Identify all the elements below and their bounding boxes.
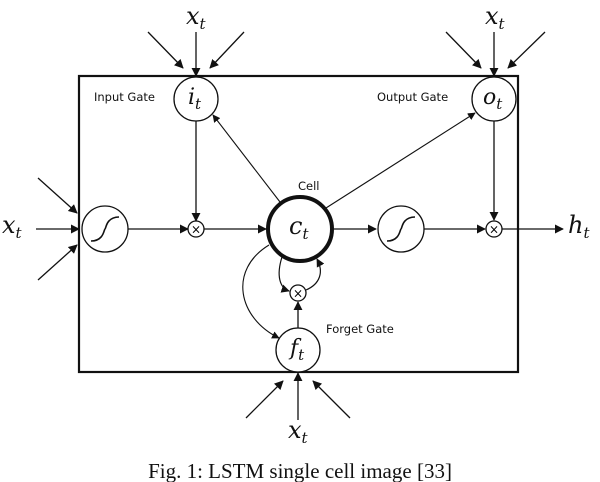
- output-symbol: ht: [568, 211, 590, 242]
- forget-multiply-symbol: ×: [293, 287, 303, 301]
- forget-multiply-node: [289, 284, 307, 302]
- cell-label: Cell: [298, 179, 320, 193]
- forget-gate-label: Forget Gate: [326, 322, 394, 336]
- edge-cell-to-input-gate: [212, 114, 281, 203]
- arrow-bottom-left: [245, 380, 284, 419]
- input-gate-label: Input Gate: [94, 90, 155, 104]
- edge-cell-to-output-gate: [325, 112, 476, 209]
- edge-cell-to-forget-multiply: [278, 256, 290, 293]
- arrow-bottom-right: [312, 380, 351, 419]
- forget-gate-node: [275, 327, 321, 373]
- input-top-right-symbol: xt: [485, 2, 506, 33]
- arrow-top-left-left: [147, 31, 184, 69]
- input-top-left-symbol: xt: [186, 2, 207, 33]
- edge-forget-multiply-to-cell: [305, 258, 325, 291]
- arrow-left-lower: [37, 244, 78, 281]
- arrow-top-right-left: [445, 31, 482, 69]
- output-gate-symbol: ot: [483, 85, 503, 113]
- cell-symbol: ct: [289, 212, 309, 243]
- input-multiply-symbol: ×: [191, 223, 201, 237]
- input-bottom-symbol: xt: [288, 416, 309, 447]
- arrow-top-left-right: [209, 31, 245, 69]
- arrow-top-right-right: [507, 31, 546, 69]
- output-multiply-symbol: ×: [489, 223, 499, 237]
- input-gate-symbol: it: [188, 85, 202, 113]
- input-left-symbol: xt: [2, 211, 23, 242]
- output-sigmoid-icon: [386, 216, 416, 242]
- arrow-left-upper: [37, 177, 78, 214]
- output-gate-label: Output Gate: [377, 90, 448, 104]
- figure-caption: Fig. 1: LSTM single cell image [33]: [148, 459, 452, 482]
- edge-cell-to-forget-gate: [242, 244, 280, 339]
- input-sigmoid-icon: [90, 216, 120, 242]
- cell-node: [266, 195, 334, 263]
